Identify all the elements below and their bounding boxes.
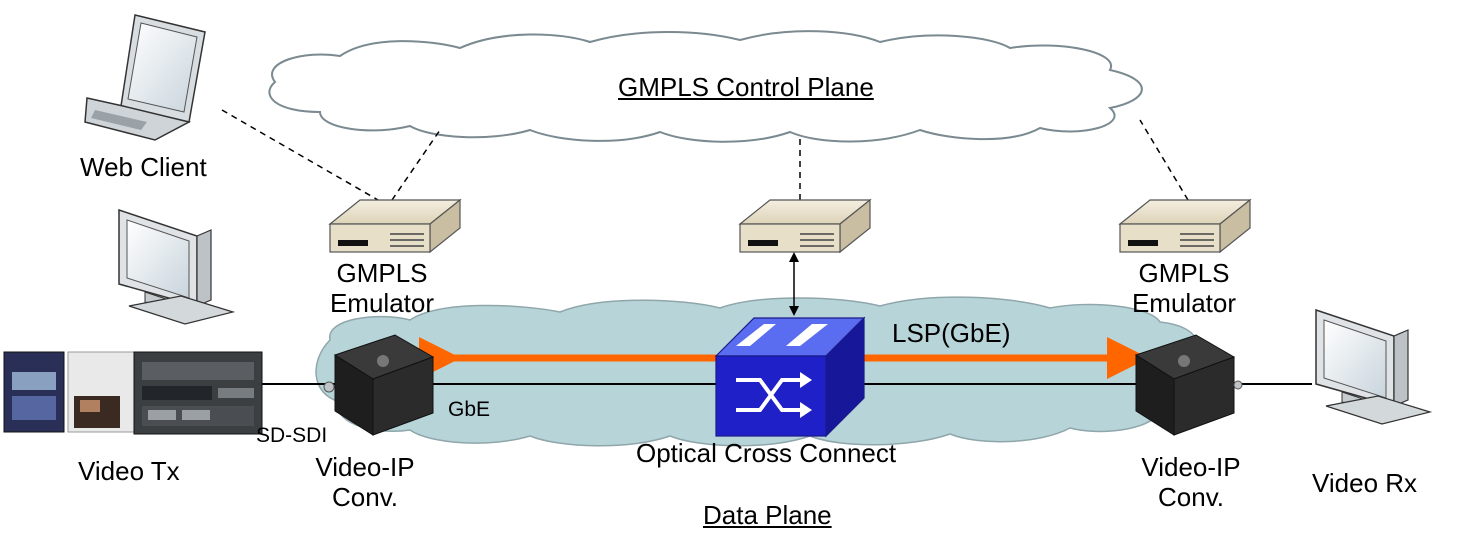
server-icon-right <box>1118 198 1252 254</box>
converter-left-line2: Conv. <box>332 482 398 512</box>
converter-right-label: Video-IP Conv. <box>1126 452 1256 512</box>
emulator-left-label: GMPLS Emulator <box>322 258 442 318</box>
video-rx-label: Video Rx <box>1312 468 1418 498</box>
video-tx-equipment <box>3 351 263 435</box>
monitor-icon-right <box>1315 308 1433 425</box>
control-links <box>221 109 1189 201</box>
converter-left-label: Video-IP Conv. <box>300 452 430 512</box>
emulator-right-label: GMPLS Emulator <box>1124 258 1244 318</box>
control-plane-label: GMPLS Control Plane <box>618 72 874 102</box>
converter-icon-right <box>1134 334 1243 436</box>
data-plane-label: Data Plane <box>703 500 832 530</box>
video-tx-label: Video Tx <box>78 456 180 486</box>
link-webclient-emulator <box>221 109 379 201</box>
converter-right-line1: Video-IP <box>1141 452 1241 482</box>
emulator-right-line1: GMPLS <box>1138 258 1230 288</box>
converter-icon-left <box>323 334 435 436</box>
server-icon-center <box>738 198 872 254</box>
emulator-right-line2: Emulator <box>1131 288 1237 318</box>
oxc-label: Optical Cross Connect <box>636 438 897 468</box>
laptop-icon <box>84 14 206 141</box>
switch-icon <box>714 316 866 438</box>
converter-right-line2: Conv. <box>1158 482 1224 512</box>
link-emulator-left-cloud <box>391 129 441 201</box>
monitor-icon-left <box>118 208 236 325</box>
gbe-label: GbE <box>448 398 491 421</box>
server-icon-left <box>328 198 462 254</box>
converter-left-line1: Video-IP <box>315 452 415 482</box>
emulator-left-line1: GMPLS <box>336 258 428 288</box>
sd-sdi-label: SD-SDI <box>256 424 328 447</box>
emulator-left-line2: Emulator <box>329 288 435 318</box>
control-plane-cloud <box>268 30 1143 143</box>
lsp-label: LSP(GbE) <box>892 318 1011 348</box>
web-client-label: Web Client <box>80 152 207 182</box>
link-emulator-right-cloud <box>1139 119 1189 201</box>
